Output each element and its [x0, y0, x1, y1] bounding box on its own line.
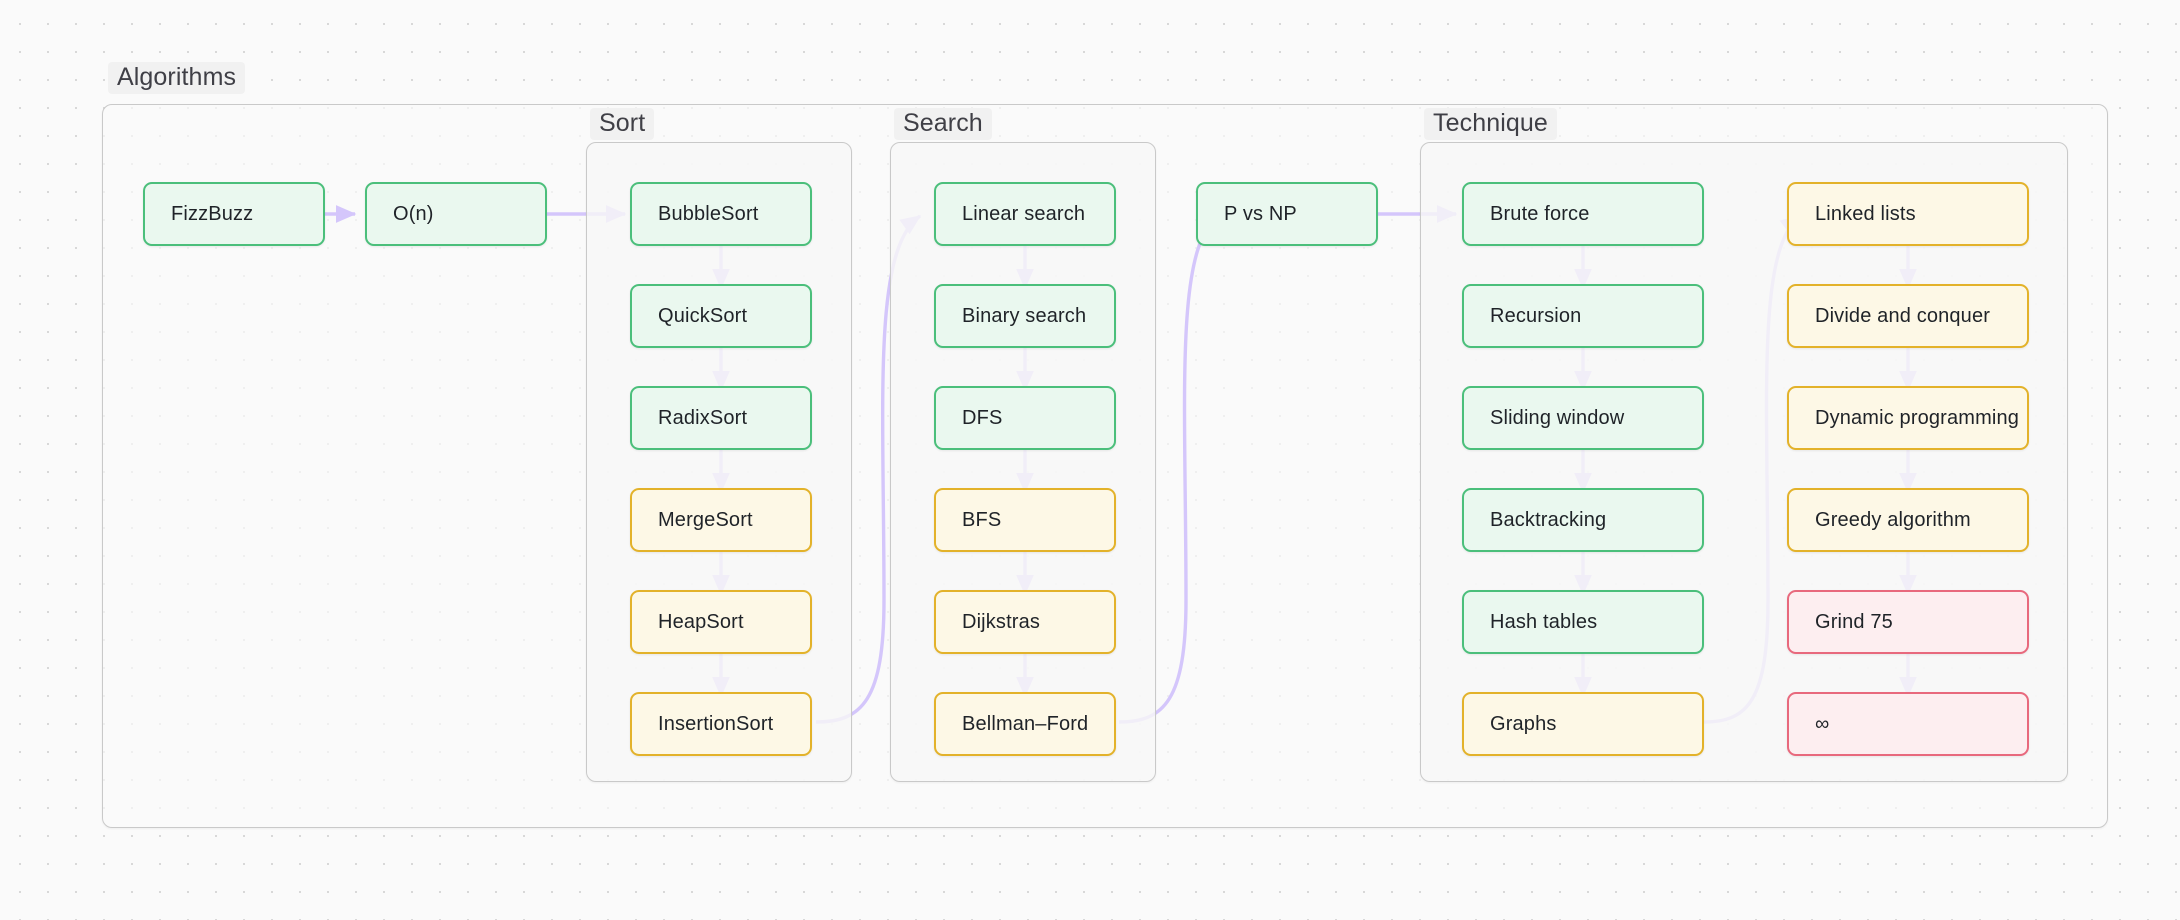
- node-hashtables[interactable]: Hash tables: [1462, 590, 1704, 654]
- node-bfs[interactable]: BFS: [934, 488, 1116, 552]
- node-insertionsort[interactable]: InsertionSort: [630, 692, 812, 756]
- node-binarysearch[interactable]: Binary search: [934, 284, 1116, 348]
- node-mergesort[interactable]: MergeSort: [630, 488, 812, 552]
- group-label-technique: Technique: [1424, 108, 1557, 140]
- node-bubblesort[interactable]: BubbleSort: [630, 182, 812, 246]
- node-fizzbuzz[interactable]: FizzBuzz: [143, 182, 325, 246]
- group-label-search: Search: [894, 108, 992, 140]
- node-infinity[interactable]: ∞: [1787, 692, 2029, 756]
- node-backtracking[interactable]: Backtracking: [1462, 488, 1704, 552]
- node-slidingwindow[interactable]: Sliding window: [1462, 386, 1704, 450]
- node-graphs[interactable]: Graphs: [1462, 692, 1704, 756]
- group-technique[interactable]: [1420, 142, 2068, 782]
- node-on[interactable]: O(n): [365, 182, 547, 246]
- node-heapsort[interactable]: HeapSort: [630, 590, 812, 654]
- node-quicksort[interactable]: QuickSort: [630, 284, 812, 348]
- node-recursion[interactable]: Recursion: [1462, 284, 1704, 348]
- node-pvsnp[interactable]: P vs NP: [1196, 182, 1378, 246]
- group-label-sort: Sort: [590, 108, 655, 140]
- node-grind75[interactable]: Grind 75: [1787, 590, 2029, 654]
- group-sort[interactable]: [586, 142, 852, 782]
- node-greedy[interactable]: Greedy algorithm: [1787, 488, 2029, 552]
- node-radixsort[interactable]: RadixSort: [630, 386, 812, 450]
- node-dfs[interactable]: DFS: [934, 386, 1116, 450]
- node-dynamicprog[interactable]: Dynamic programming: [1787, 386, 2029, 450]
- node-linearsearch[interactable]: Linear search: [934, 182, 1116, 246]
- node-bellmanford[interactable]: Bellman–Ford: [934, 692, 1116, 756]
- node-linkedlists[interactable]: Linked lists: [1787, 182, 2029, 246]
- node-bruteforce[interactable]: Brute force: [1462, 182, 1704, 246]
- node-dijkstras[interactable]: Dijkstras: [934, 590, 1116, 654]
- group-search[interactable]: [890, 142, 1156, 782]
- group-label-algorithms: Algorithms: [108, 62, 246, 94]
- node-divideconquer[interactable]: Divide and conquer: [1787, 284, 2029, 348]
